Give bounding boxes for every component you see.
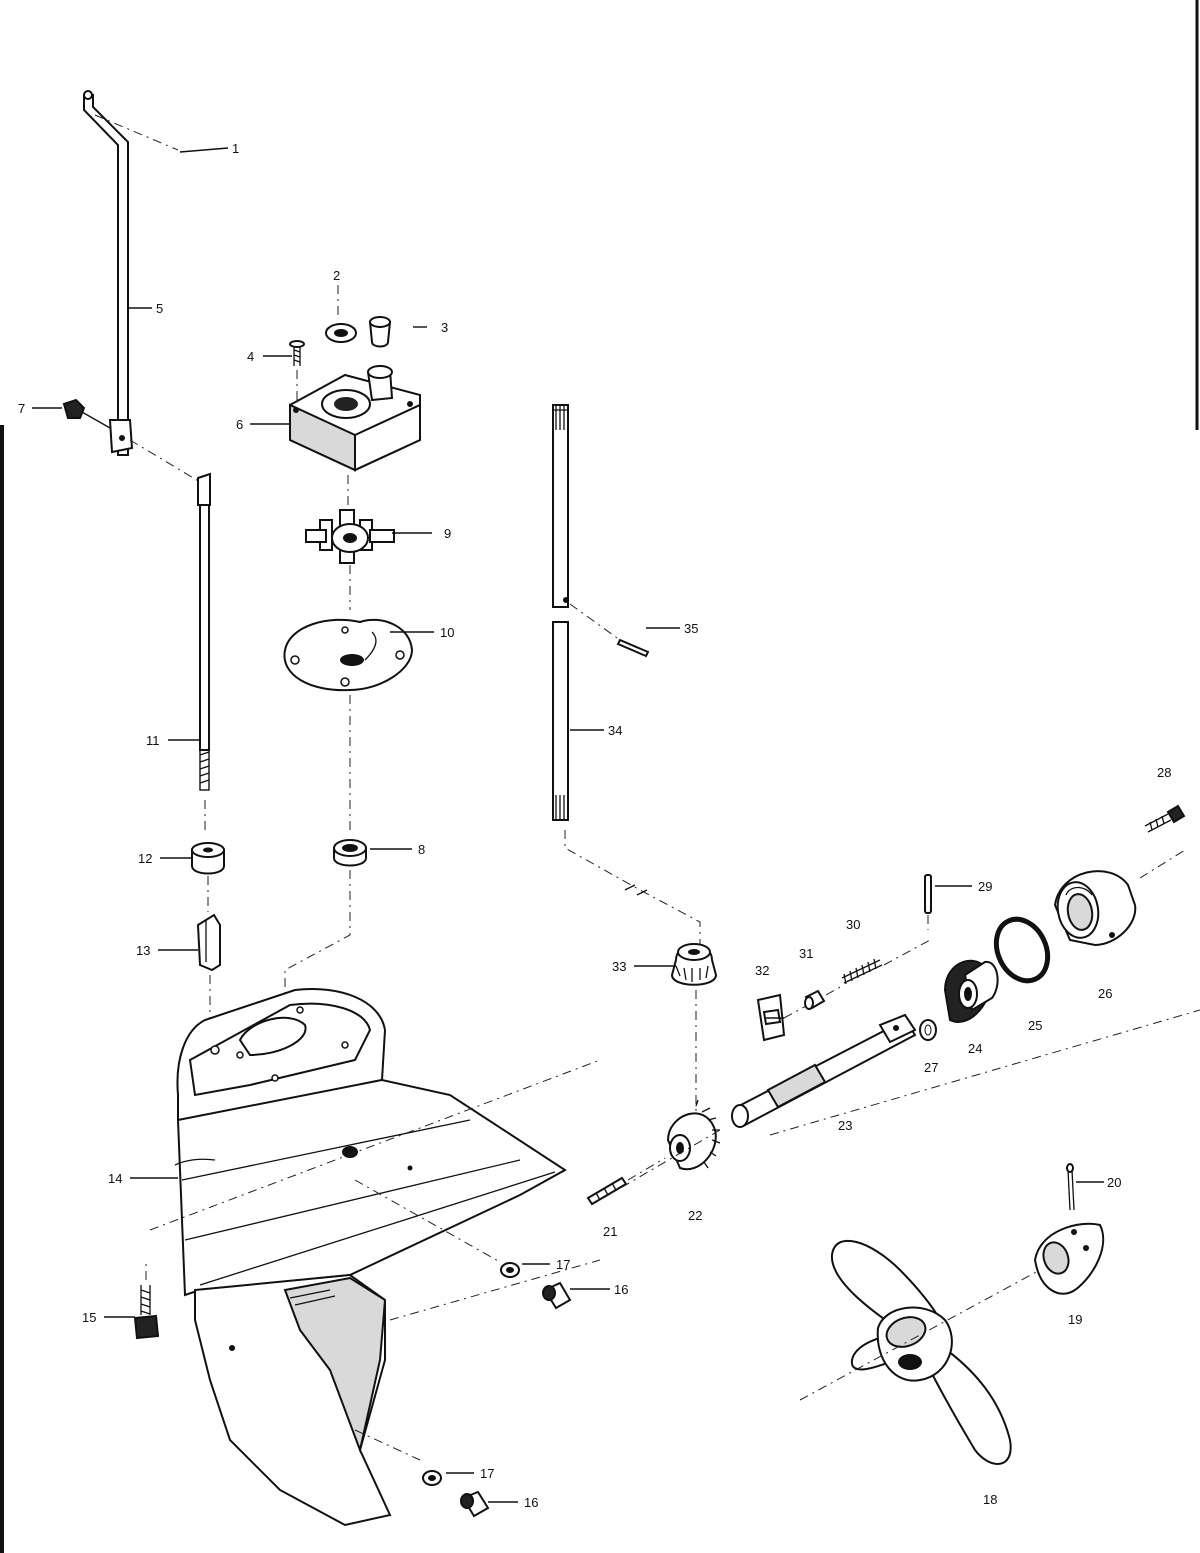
part-34-drive-shaft <box>552 404 569 821</box>
part-28-screw <box>1144 804 1186 833</box>
label-32: 32 <box>755 963 769 978</box>
part-11-shift-rod-lower <box>197 472 211 791</box>
label-30: 30 <box>846 917 860 932</box>
part-3-bushing <box>368 316 392 348</box>
leader-lines <box>32 147 1104 1503</box>
label-27: 27 <box>924 1060 938 1075</box>
label-10: 10 <box>440 625 454 640</box>
label-16b: 16 <box>524 1495 538 1510</box>
part-31-pin <box>804 989 826 1010</box>
part-10-impeller-plate <box>283 618 414 692</box>
part-26-bearing-carrier <box>1053 870 1137 947</box>
label-4: 4 <box>247 349 254 364</box>
part-25-o-ring <box>993 916 1051 984</box>
label-29: 29 <box>978 879 992 894</box>
label-22: 22 <box>688 1208 702 1223</box>
label-25: 25 <box>1028 1018 1042 1033</box>
label-8: 8 <box>418 842 425 857</box>
part-4-screw <box>289 340 305 366</box>
part-6-water-pump-housing <box>289 365 421 472</box>
label-24: 24 <box>968 1041 982 1056</box>
part-30-spring <box>841 958 883 985</box>
part-29-pin <box>924 874 932 914</box>
part-22-reverse-gear <box>666 1099 721 1171</box>
part-20-cotter-pin <box>1066 1163 1075 1211</box>
label-19: 19 <box>1068 1312 1082 1327</box>
part-17-washer-upper <box>500 1262 520 1278</box>
label-7: 7 <box>18 401 25 416</box>
label-17b: 17 <box>480 1466 494 1481</box>
label-9: 9 <box>444 526 451 541</box>
label-13: 13 <box>136 943 150 958</box>
label-12: 12 <box>138 851 152 866</box>
part-27-washer <box>919 1019 937 1041</box>
part-21-pin <box>586 1176 628 1206</box>
part-7-screw <box>62 398 111 429</box>
part-16-plug-upper <box>542 1281 572 1310</box>
label-5: 5 <box>156 301 163 316</box>
part-12-bushing <box>191 842 225 875</box>
part-13-shift-cam <box>196 913 221 972</box>
part-17-washer-lower <box>422 1470 442 1486</box>
label-16: 16 <box>614 1282 628 1297</box>
part-23-propeller-shaft <box>731 1013 917 1128</box>
label-14: 14 <box>108 1171 122 1186</box>
label-35: 35 <box>684 621 698 636</box>
label-6: 6 <box>236 417 243 432</box>
part-35-pin <box>616 638 650 658</box>
label-3: 3 <box>441 320 448 335</box>
part-8-seal <box>333 839 367 867</box>
label-28: 28 <box>1157 765 1171 780</box>
part-labels: 1 2 3 4 5 6 7 8 9 10 11 12 13 14 15 16 1… <box>18 141 1171 1510</box>
label-21: 21 <box>603 1224 617 1239</box>
part-2-seal <box>325 323 357 343</box>
label-15: 15 <box>82 1310 96 1325</box>
label-1: 1 <box>232 141 239 156</box>
label-31: 31 <box>799 946 813 961</box>
part-5-shift-rod-upper <box>83 90 134 456</box>
part-33-pinion-gear <box>670 943 718 986</box>
part-15-bolt <box>133 1285 160 1340</box>
part-16-plug-lower <box>460 1490 490 1518</box>
part-9-impeller <box>305 509 395 564</box>
label-20: 20 <box>1107 1175 1121 1190</box>
label-2: 2 <box>333 268 340 283</box>
part-18-propeller <box>830 1239 1012 1465</box>
label-23: 23 <box>838 1118 852 1133</box>
label-34: 34 <box>608 723 622 738</box>
label-18: 18 <box>983 1492 997 1507</box>
label-33: 33 <box>612 959 626 974</box>
label-26: 26 <box>1098 986 1112 1001</box>
label-11: 11 <box>146 733 160 748</box>
part-19-thrust-hub <box>1033 1222 1105 1295</box>
label-17: 17 <box>556 1257 570 1272</box>
part-14-gear-housing <box>174 988 567 1527</box>
part-24-forward-gear <box>943 959 999 1023</box>
